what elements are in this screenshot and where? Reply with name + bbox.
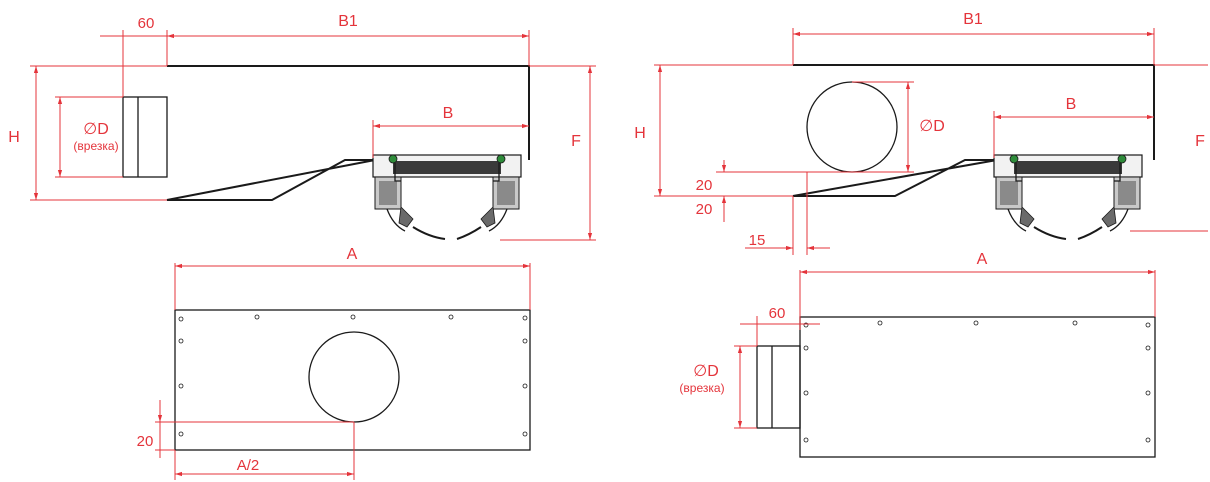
right-dim-a: A (977, 251, 988, 268)
left-body-outline (166, 65, 530, 201)
right-dim-d: ∅D (919, 118, 945, 135)
right-top-view: A 60 ∅D (врезка) (679, 251, 1156, 458)
right-dim-d: ∅D (693, 363, 719, 380)
right-dim-b1: B1 (963, 11, 983, 28)
left-side-view: B1 60 H ∅D (врезка) B F (8, 13, 596, 241)
left-dim-h: H (8, 129, 20, 146)
left-dim-a-half: A/2 (237, 457, 260, 474)
right-dim-20-a: 20 (696, 177, 713, 194)
left-dim-b1: B1 (338, 13, 358, 30)
right-dim-60: 60 (769, 305, 786, 322)
right-dim-h: H (634, 125, 646, 142)
left-dim-d: ∅D (83, 121, 109, 138)
right-dim-b: B (1066, 96, 1077, 113)
left-top-body (174, 309, 531, 451)
right-dim-20-b: 20 (696, 201, 713, 218)
right-top-screw-holes (803, 320, 1151, 443)
right-grille (993, 154, 1143, 240)
left-top-view: A 20 A/2 (137, 246, 531, 480)
right-dim-f: F (1195, 133, 1205, 150)
left-top-duct-opening (308, 331, 400, 423)
right-dim-15: 15 (749, 232, 766, 249)
right-dim-d-note: (врезка) (679, 381, 724, 395)
left-dim-20: 20 (137, 433, 154, 450)
left-dim-60: 60 (138, 15, 155, 32)
left-dim-a: A (347, 246, 358, 263)
left-dim-f: F (571, 133, 581, 150)
left-spigot (122, 96, 168, 178)
right-side-view: B1 H ∅D B F 20 20 15 (634, 11, 1208, 255)
left-dim-d-note: (врезка) (73, 139, 118, 153)
right-duct-opening (806, 81, 898, 173)
left-top-screw-holes (178, 314, 528, 437)
right-spigot (756, 345, 801, 429)
left-dim-b: B (443, 105, 454, 122)
right-top-body (799, 316, 1156, 458)
left-grille (372, 154, 522, 240)
